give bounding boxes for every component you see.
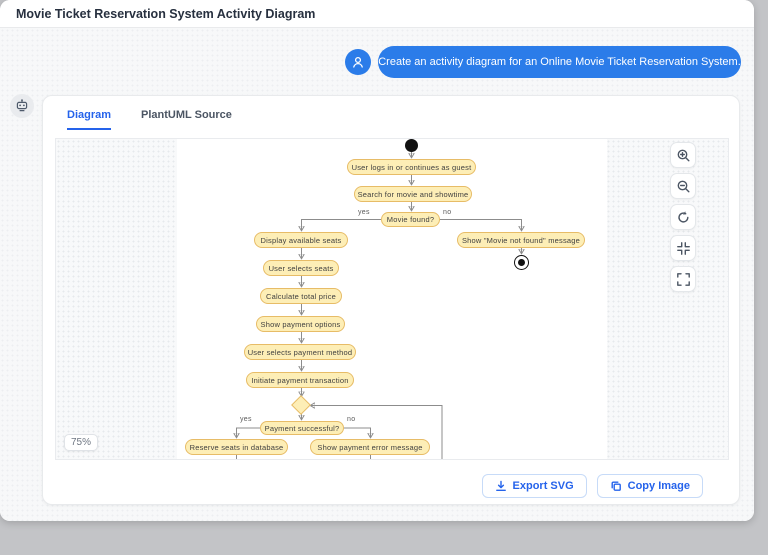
zoom-in-button[interactable]	[670, 142, 696, 168]
export-svg-label: Export SVG	[512, 480, 574, 492]
zoom-level-badge: 75%	[64, 434, 99, 451]
tab-bar: Diagram PlantUML Source	[43, 96, 739, 130]
person-icon	[353, 56, 363, 68]
node-login: User logs in or continues as guest	[347, 159, 476, 175]
copy-icon	[611, 481, 621, 491]
edge-label-yes-0: yes	[358, 209, 370, 216]
node-start	[405, 139, 418, 152]
tab-plantuml-source[interactable]: PlantUML Source	[141, 109, 232, 121]
content-area: Create an activity diagram for an Online…	[0, 28, 754, 521]
user-avatar	[345, 49, 371, 75]
fit-view-icon	[676, 241, 690, 255]
edge-label-no-3: no	[347, 416, 356, 423]
reset-view-icon	[677, 210, 688, 223]
download-icon	[495, 480, 506, 491]
fit-view-button[interactable]	[670, 235, 696, 261]
zoom-in-icon	[677, 149, 690, 162]
node-payment-options: Show payment options	[256, 316, 345, 332]
export-svg-button[interactable]: Export SVG	[481, 474, 587, 498]
app-window: Movie Ticket Reservation System Activity…	[0, 0, 754, 521]
node-search: Search for movie and showtime	[354, 186, 472, 202]
chat-message-bubble: Create an activity diagram for an Online…	[378, 46, 741, 78]
diagram-edges	[56, 152, 729, 459]
node-payment-success: Payment successful?	[260, 421, 344, 435]
node-select-seats: User selects seats	[263, 260, 339, 276]
copy-image-label: Copy Image	[627, 480, 690, 492]
bot-avatar	[10, 94, 34, 118]
node-end	[514, 255, 529, 270]
node-calc-price: Calculate total price	[260, 288, 342, 304]
diagram-card: Diagram PlantUML Source	[42, 95, 740, 505]
node-not-found: Show "Movie not found" message	[457, 232, 585, 248]
edge-label-yes-2: yes	[240, 416, 252, 423]
reset-view-button[interactable]	[670, 204, 696, 230]
zoom-out-icon	[677, 180, 690, 193]
fullscreen-icon	[676, 272, 690, 286]
edge-label-no-1: no	[443, 209, 452, 216]
page-title: Movie Ticket Reservation System Activity…	[16, 6, 316, 21]
fullscreen-button[interactable]	[670, 266, 696, 292]
node-reserve-seats: Reserve seats in database	[185, 439, 288, 455]
copy-image-button[interactable]: Copy Image	[596, 474, 703, 498]
zoom-controls	[670, 142, 696, 292]
card-actions: Export SVG Copy Image	[481, 474, 703, 498]
node-display-seats: Display available seats	[254, 232, 348, 248]
zoom-out-button[interactable]	[670, 173, 696, 199]
robot-icon	[16, 99, 28, 112]
node-initiate-payment: Initiate payment transaction	[246, 372, 354, 388]
app-header: Movie Ticket Reservation System Activity…	[0, 0, 754, 28]
tab-diagram[interactable]: Diagram	[67, 109, 112, 130]
node-payment-error: Show payment error message	[310, 439, 430, 455]
node-payment-method: User selects payment method	[244, 344, 356, 360]
node-movie-found: Movie found?	[381, 212, 440, 227]
